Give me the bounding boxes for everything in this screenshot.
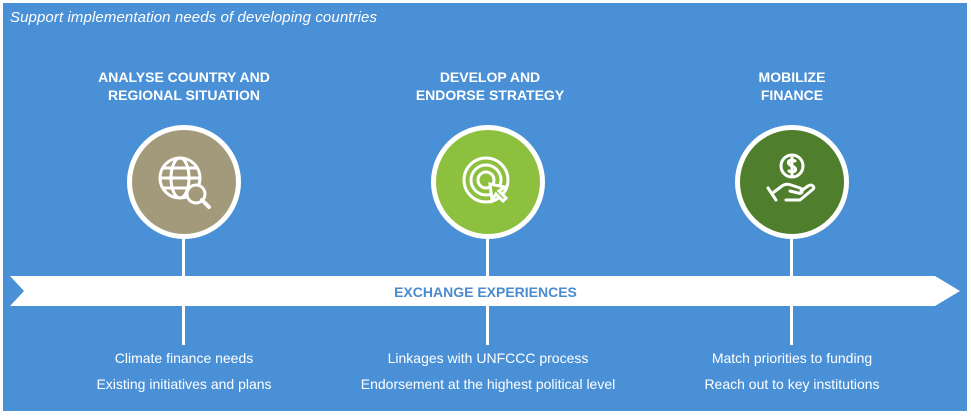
step-2-detail-2: Endorsement at the highest political lev… xyxy=(360,376,616,392)
step-2-details: Linkages with UNFCCC process Endorsement… xyxy=(338,345,638,397)
page-title: Support implementation needs of developi… xyxy=(10,9,378,26)
step-2-title: DEVELOP AND ENDORSE STRATEGY xyxy=(380,68,600,104)
step-1-circle xyxy=(127,125,241,239)
step-2-detail-1: Linkages with UNFCCC process xyxy=(387,350,589,366)
target-cursor-icon xyxy=(462,156,510,205)
step-3-title-line-1: MOBILIZE xyxy=(758,69,826,85)
step-1-detail-1: Climate finance needs xyxy=(114,350,254,366)
exchange-experiences-label: EXCHANGE EXPERIENCES xyxy=(394,284,577,300)
step-1-title: ANALYSE COUNTRY AND REGIONAL SITUATION xyxy=(74,68,294,104)
step-2-title-line-1: DEVELOP AND xyxy=(439,69,541,85)
step-3-title: MOBILIZE FINANCE xyxy=(682,68,902,104)
step-3-detail-1: Match priorities to funding xyxy=(711,350,873,366)
step-3-connector-top xyxy=(790,238,793,278)
step-3-title-line-2: FINANCE xyxy=(760,87,824,103)
step-2-circle xyxy=(431,125,545,239)
step-1-title-line-2: REGIONAL SITUATION xyxy=(108,87,260,103)
step-2-connector-top xyxy=(486,238,489,278)
step-3-detail-2: Reach out to key institutions xyxy=(704,376,880,392)
step-3-circle xyxy=(735,125,849,239)
step-1-connector-top xyxy=(182,238,185,278)
step-2-connector-bottom xyxy=(486,305,489,345)
step-1-connector-bottom xyxy=(182,305,185,345)
step-3-details: Match priorities to funding Reach out to… xyxy=(642,345,942,397)
step-1-title-line-1: ANALYSE COUNTRY AND xyxy=(98,69,270,85)
step-3-connector-bottom xyxy=(790,305,793,345)
globe-search-icon xyxy=(158,156,211,209)
step-1-detail-2: Existing initiatives and plans xyxy=(96,376,272,392)
step-1-details: Climate finance needs Existing initiativ… xyxy=(34,345,334,397)
hand-coin-icon xyxy=(766,153,816,202)
step-2-title-line-2: ENDORSE STRATEGY xyxy=(415,87,565,103)
exchange-experiences-arrow xyxy=(10,276,960,306)
